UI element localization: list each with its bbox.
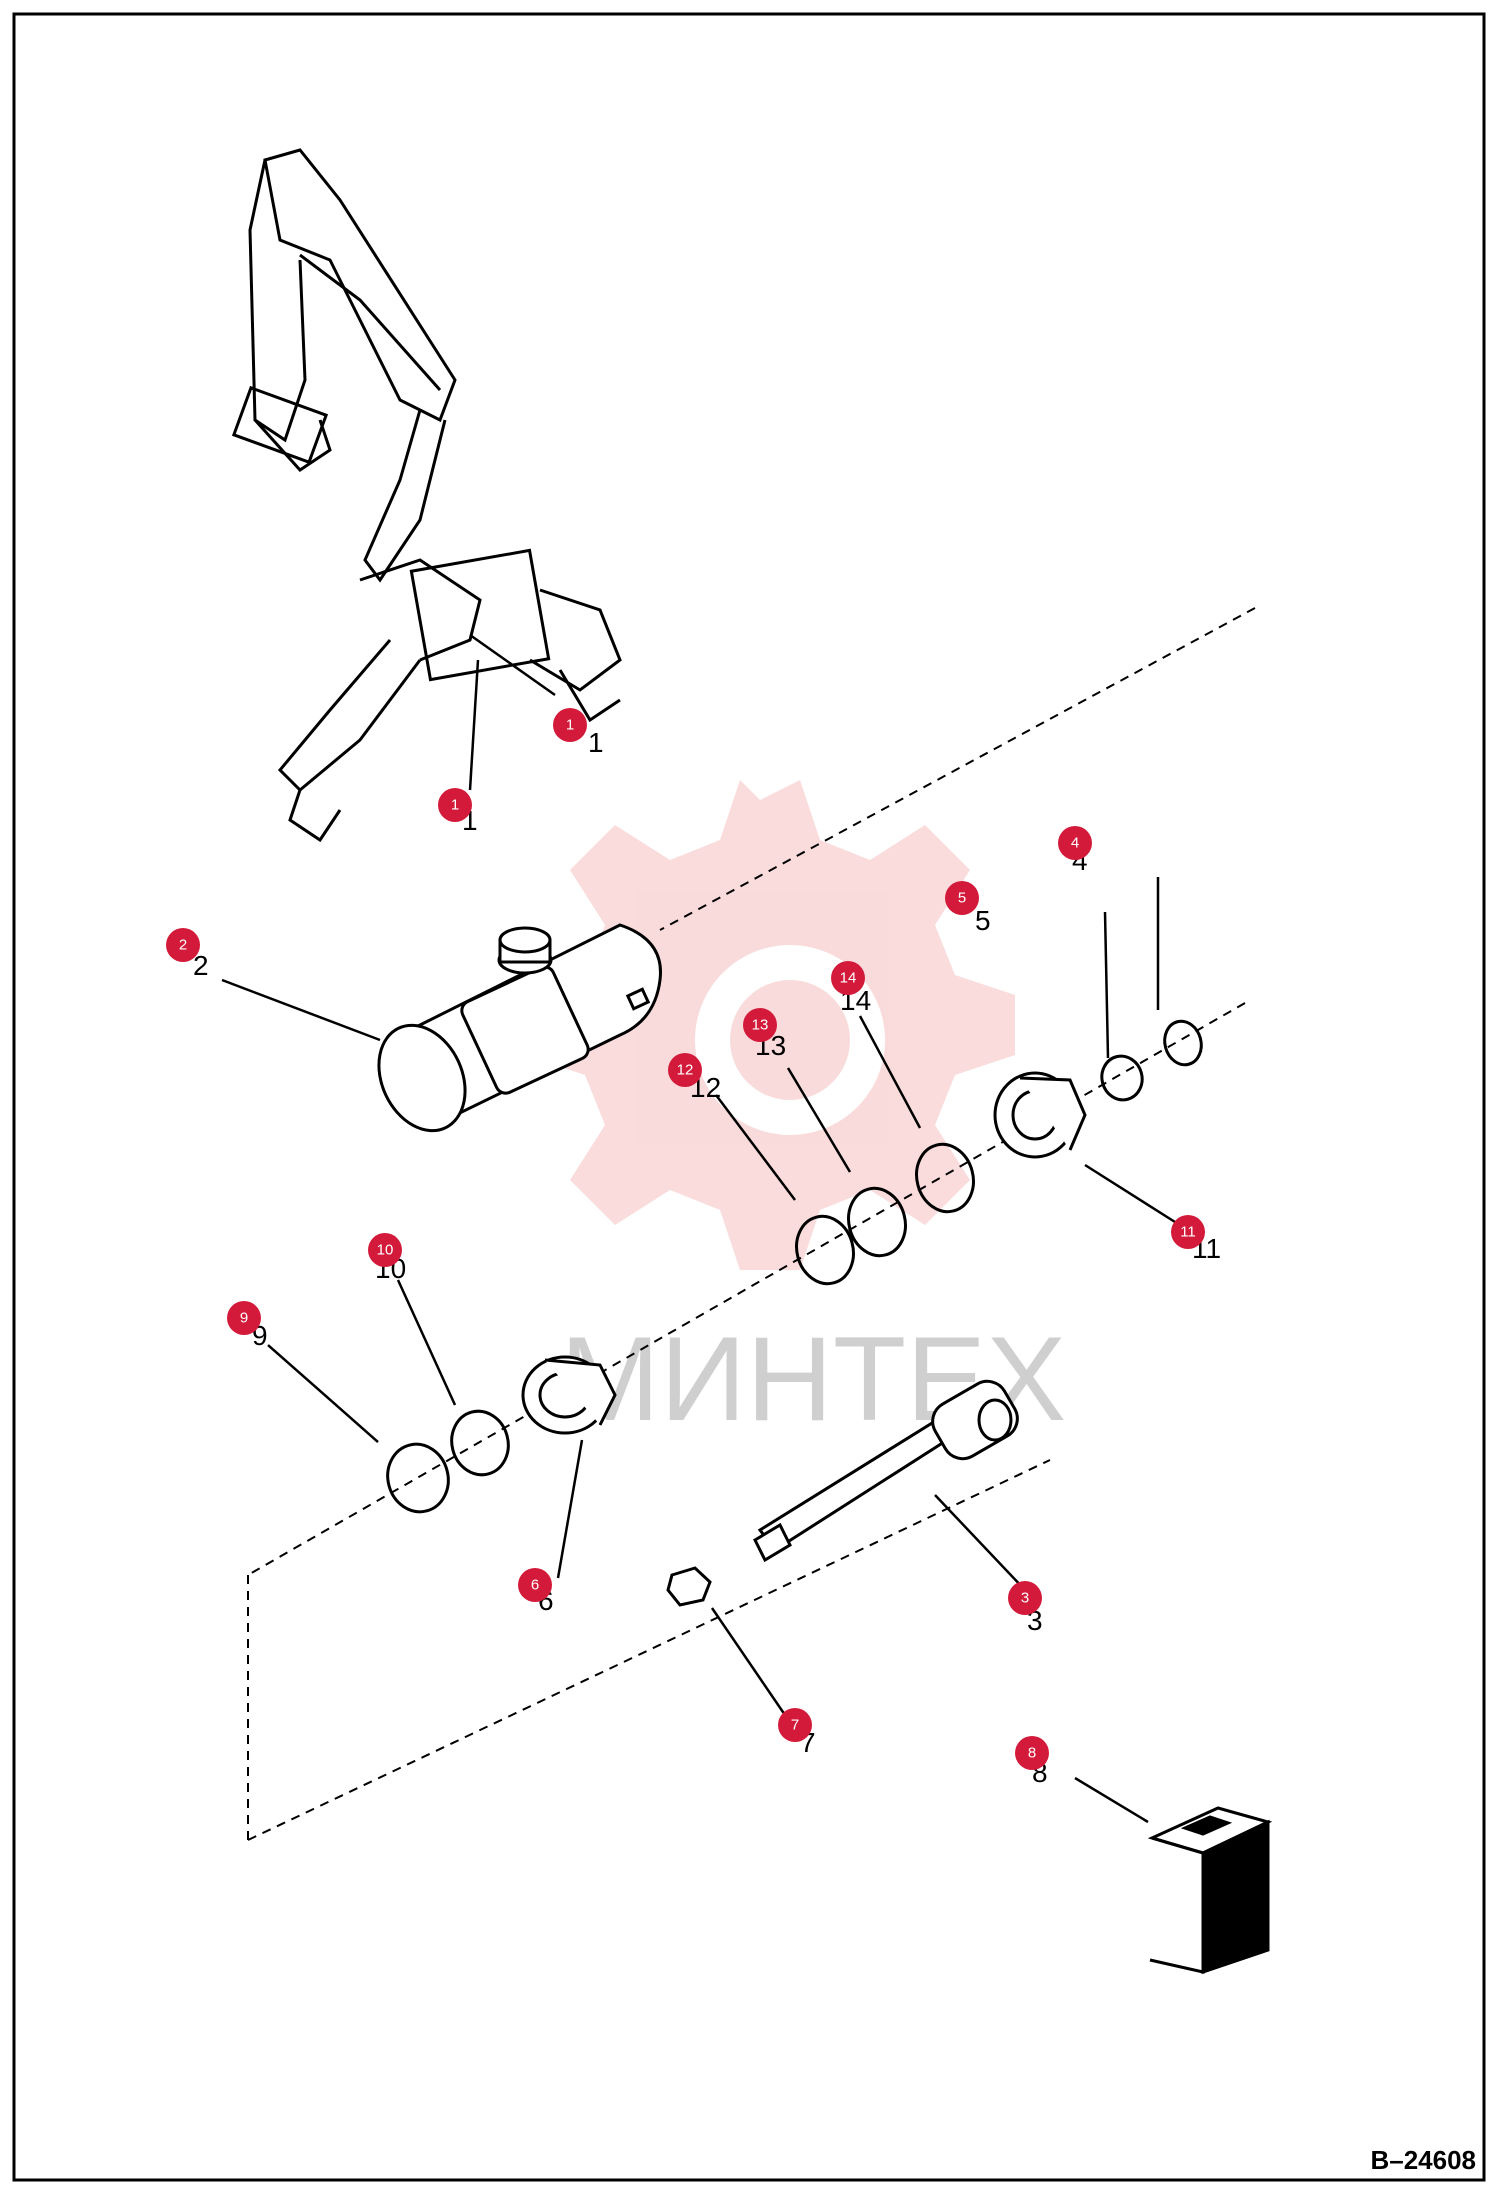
seal-kit-box — [1147, 1806, 1273, 1975]
callout-badge-c11[interactable]: 11 — [1171, 1215, 1205, 1249]
callout-number: 1 — [451, 797, 459, 814]
callout-badge-c13[interactable]: 13 — [743, 1008, 777, 1042]
callout-number: 7 — [791, 1717, 799, 1734]
callout-badge-c3[interactable]: 3 — [1008, 1581, 1042, 1615]
callout-circle[interactable] — [1008, 1581, 1042, 1615]
pistons — [521, 1071, 1087, 1435]
callout-badge-c1a[interactable]: 1 — [553, 708, 587, 742]
callout-circle[interactable] — [166, 928, 200, 962]
cylinder-barrel — [377, 923, 662, 1133]
callout-number: 11 — [1180, 1224, 1196, 1241]
callout-badge-c5[interactable]: 5 — [945, 881, 979, 915]
callout-circle[interactable] — [945, 881, 979, 915]
callout-circle[interactable] — [227, 1301, 261, 1335]
callout-circle[interactable] — [1171, 1215, 1205, 1249]
callout-number: 1 — [566, 717, 574, 734]
callout-circle[interactable] — [743, 1008, 777, 1042]
callout-number: 14 — [840, 970, 857, 987]
callout-number: 4 — [1071, 835, 1079, 852]
callout-circle[interactable] — [668, 1053, 702, 1087]
callout-circle[interactable] — [1058, 826, 1092, 860]
callout-circle[interactable] — [778, 1708, 812, 1742]
callout-badge-c6[interactable]: 6 — [518, 1568, 552, 1602]
piston-rod — [753, 1379, 1019, 1563]
part-number-label: 5 — [975, 905, 991, 936]
part-number-label: 1 — [588, 727, 604, 758]
assembly-axis-lines — [247, 607, 1256, 1841]
callout-badge-c9[interactable]: 9 — [227, 1301, 261, 1335]
callout-circle[interactable] — [831, 961, 865, 995]
leader-lines — [221, 633, 1176, 1824]
callout-number: 6 — [531, 1577, 539, 1594]
callout-badge-c8[interactable]: 8 — [1015, 1736, 1049, 1770]
callout-circle[interactable] — [438, 788, 472, 822]
callout-badge-c12[interactable]: 12 — [668, 1053, 702, 1087]
callout-circle[interactable] — [1015, 1736, 1049, 1770]
callout-badge-c2[interactable]: 2 — [166, 928, 200, 962]
callout-badge-c14[interactable]: 14 — [831, 961, 865, 995]
callout-badge-c10[interactable]: 10 — [368, 1233, 402, 1267]
callout-number: 2 — [179, 937, 187, 954]
callout-badge-c7[interactable]: 7 — [778, 1708, 812, 1742]
callout-circle[interactable] — [368, 1233, 402, 1267]
page-border — [12, 12, 1486, 2182]
callout-circle[interactable] — [553, 708, 587, 742]
drawing-number: B–24608 — [1370, 2145, 1476, 2175]
callout-number: 8 — [1028, 1745, 1036, 1762]
callout-number: 10 — [377, 1242, 394, 1259]
callout-badge-c4[interactable]: 4 — [1058, 826, 1092, 860]
callout-number: 5 — [958, 890, 966, 907]
callout-badge-c1b[interactable]: 1 — [438, 788, 472, 822]
callout-number: 12 — [677, 1062, 694, 1079]
callout-number: 13 — [752, 1017, 769, 1034]
rod-nut — [666, 1566, 712, 1607]
callout-number: 3 — [1021, 1590, 1029, 1607]
part-number-label: 2 — [193, 950, 209, 981]
seal-rings — [386, 1019, 1203, 1514]
callout-circle[interactable] — [518, 1568, 552, 1602]
callout-number: 9 — [240, 1310, 248, 1327]
backhoe-assembly — [231, 148, 622, 843]
